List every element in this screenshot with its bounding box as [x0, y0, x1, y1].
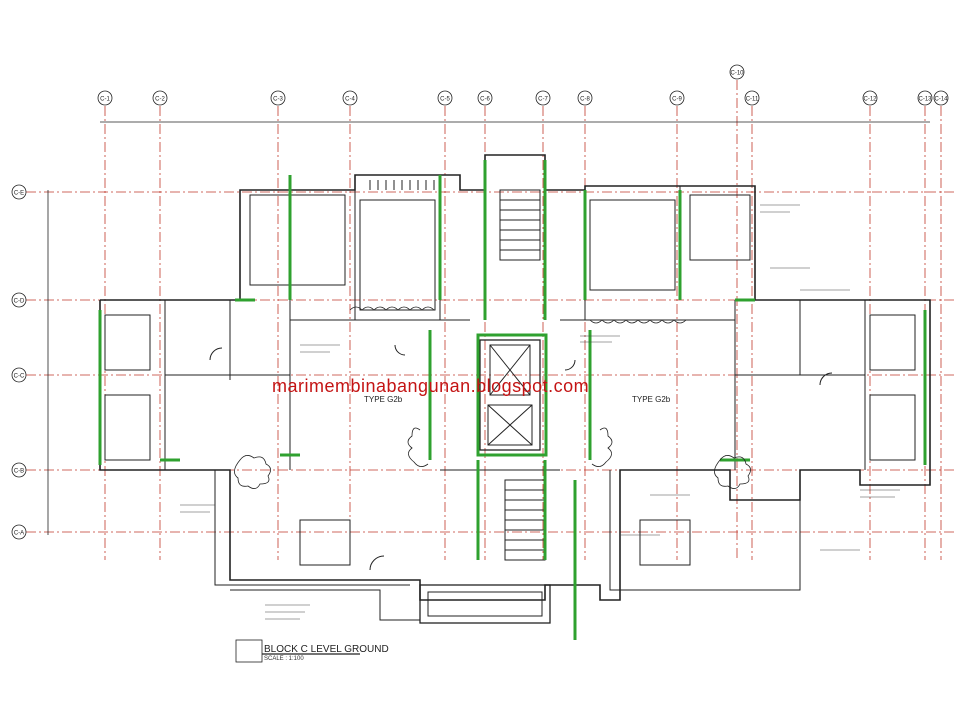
annotation-notes	[180, 204, 900, 620]
grid-bubble-label: C-1	[100, 97, 110, 103]
type-label-right: TYPE G2b	[632, 395, 671, 404]
grid-bubble-label: C-10	[730, 71, 744, 77]
grid-bubble-col	[862, 90, 878, 106]
drawing-scale: SCALE : 1:100	[264, 656, 304, 662]
revision-clouds	[234, 306, 751, 489]
grid-bubble-row	[11, 184, 27, 200]
grid-bubble-label: C-14	[934, 97, 948, 103]
grid-bubble-col	[342, 90, 358, 106]
grid-bubble-row	[11, 524, 27, 540]
grid-bubble-label: C-9	[672, 97, 682, 103]
grid-bubble-col	[729, 64, 745, 80]
grid-bubble-label: C-12	[863, 97, 877, 103]
grid-bubble-label: C-13	[918, 97, 932, 103]
title-block	[235, 639, 263, 663]
grid-bubble-label: C-C	[14, 374, 25, 380]
grid-bubble-col	[577, 90, 593, 106]
grid-bubble-label: C-5	[440, 97, 450, 103]
grid-bubble-col	[669, 90, 685, 106]
type-label-left: TYPE G2b	[364, 395, 403, 404]
grid-bubble-col	[97, 90, 113, 106]
grid-bubble-label: C-3	[273, 97, 283, 103]
grid-bubble-col	[744, 90, 760, 106]
grid-bubble-col	[917, 90, 933, 106]
drawing-title: BLOCK C LEVEL GROUND	[264, 644, 389, 655]
grid-bubble-label: C-7	[538, 97, 548, 103]
grid-bubble-label: C-A	[14, 531, 24, 537]
grid-bubble-label: C-11	[746, 97, 759, 103]
building-walls	[99, 154, 931, 624]
grid-bubble-label: C-2	[155, 97, 165, 103]
grid-bubble-label: C-4	[345, 97, 355, 103]
grid-bubble-col	[535, 90, 551, 106]
watermark-text: marimembinabangunan.blogspot.com	[272, 376, 590, 396]
grid-bubble-label: C-6	[480, 97, 490, 103]
dimension-lines	[47, 121, 930, 535]
grid-bubble-label: C-E	[14, 191, 24, 197]
grid-bubble-col	[270, 90, 286, 106]
grid-bubble-label: C-D	[14, 299, 25, 305]
grid-bubble-label: C-B	[14, 469, 24, 475]
grid-bubble-row	[11, 367, 27, 383]
grid-bubble-col	[437, 90, 453, 106]
grid-bubble-col	[933, 90, 949, 106]
structural-walls	[98, 160, 927, 640]
grid-bubble-col	[152, 90, 168, 106]
grid-bubble-row	[11, 462, 27, 478]
grid-bubble-col	[477, 90, 493, 106]
grid-bubble-label: C-8	[580, 97, 590, 103]
grid-bubble-row	[11, 292, 27, 308]
